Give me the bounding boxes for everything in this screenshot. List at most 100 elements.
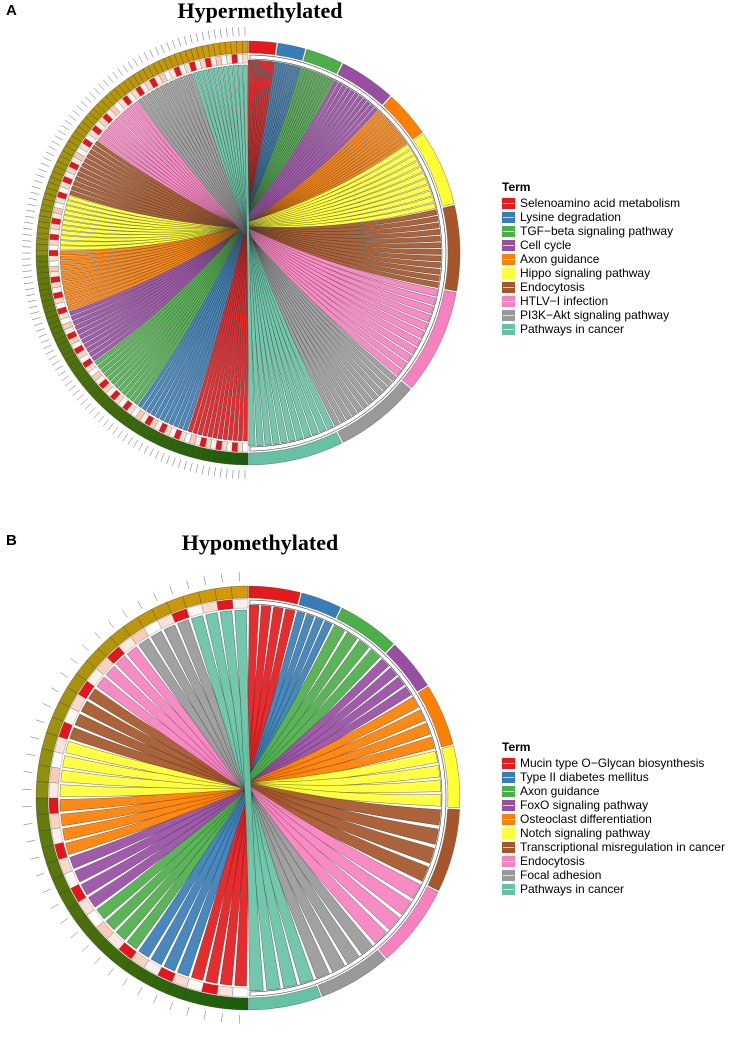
chord-ribbon: [207, 60, 266, 438]
chord-ribbon: [164, 82, 368, 409]
legend-swatch: [502, 197, 515, 209]
legend-item: Focal adhesion: [502, 868, 725, 882]
gene-heat-cell: [201, 982, 219, 995]
gene-heat-cell: [49, 812, 61, 830]
gene-label-tick: [28, 197, 38, 201]
gene-label-tick: [122, 978, 128, 987]
panel-b: B Hypomethylated Term Mucin type O−Glyca…: [0, 530, 751, 1060]
gene-arc: [36, 261, 49, 268]
chord-ribbon: [207, 68, 312, 438]
chord-ribbon: [125, 68, 310, 399]
gene-heat-cell: [48, 250, 59, 256]
gene-arc: [38, 829, 54, 848]
chord-ribbon: [88, 82, 343, 357]
chord-ribbon: [197, 70, 327, 433]
legend-label: Lysine degradation: [520, 210, 621, 224]
gene-label-tick: [226, 468, 228, 478]
chord-ribbon: [164, 63, 287, 424]
gene-heat-cell: [242, 442, 249, 453]
chord-ribbon: [59, 137, 406, 261]
legend-item: Lysine degradation: [502, 210, 680, 224]
legend-label: Mucin type O−Glycan biosynthesis: [520, 756, 705, 770]
gene-label-tick: [24, 282, 34, 285]
legend-label: Axon guidance: [520, 252, 600, 266]
chord-ribbon: [69, 686, 412, 869]
chord-ribbon: [159, 63, 289, 422]
legend-swatch: [502, 855, 515, 867]
term-arc: [303, 49, 343, 74]
gene-label-tick: [98, 415, 105, 423]
legend-item: Mucin type O−Glycan biosynthesis: [502, 756, 725, 770]
gene-label-tick: [61, 124, 70, 131]
chord-ribbon: [76, 171, 441, 243]
gene-label-tick: [61, 375, 70, 382]
gene-label-tick: [22, 234, 32, 236]
gene-heat-cell: [49, 271, 60, 278]
term-arc: [441, 745, 461, 809]
term-arc: [427, 808, 460, 891]
chord-ribbon: [62, 178, 429, 231]
chord-diagram: [22, 572, 461, 1024]
chord-ribbon: [88, 688, 429, 882]
gene-label-tick: [54, 365, 63, 371]
gene-label-tick: [172, 457, 176, 467]
chord-ribbon: [133, 100, 402, 376]
chord-ribbon: [137, 97, 397, 382]
gene-label-tick: [48, 146, 57, 151]
gene-label-tick: [153, 994, 158, 1004]
chord-ribbon: [238, 59, 253, 442]
chord-ribbon: [76, 95, 363, 335]
gene-arc: [230, 41, 238, 54]
gene-label-tick: [133, 439, 139, 448]
term-arc: [442, 205, 461, 292]
chord-ribbon: [59, 144, 411, 251]
legend-item: Selenoamino acid metabolism: [502, 196, 680, 210]
gene-arc: [242, 452, 249, 466]
gene-heat-cell: [49, 766, 61, 784]
legend-item: Osteoclast differentiation: [502, 812, 725, 826]
gene-label-tick: [24, 215, 34, 218]
chord-ribbon: [114, 117, 425, 339]
gene-heat-cell: [231, 442, 238, 452]
gene-label-tick: [138, 442, 144, 451]
gene-heat-cell: [51, 751, 64, 769]
chord-ribbon: [182, 61, 278, 432]
gene-label-tick: [137, 600, 143, 609]
legend-swatch: [502, 253, 515, 265]
legend-label: Cell cycle: [520, 238, 572, 252]
gene-label-tick: [40, 162, 50, 167]
gene-label-tick: [30, 856, 40, 860]
gene-heat-cell: [237, 442, 243, 453]
chord-ribbon: [217, 66, 296, 442]
gene-arc: [231, 997, 249, 1011]
term-arc: [383, 96, 423, 140]
chord-ribbon: [137, 66, 301, 409]
chord-ribbon: [173, 78, 357, 416]
chord-ribbon: [105, 665, 411, 915]
gene-label-tick: [221, 573, 223, 583]
gene-arc: [36, 764, 51, 783]
gene-label-tick: [27, 203, 37, 207]
chord-ribbon: [63, 118, 389, 296]
gene-label-tick: [89, 91, 96, 99]
gene-arc: [38, 748, 54, 767]
chord-ribbon: [69, 190, 438, 231]
gene-arc: [242, 40, 249, 54]
legend-title: Term: [502, 180, 531, 194]
chord-ribbon: [72, 180, 440, 235]
chord-ribbon: [61, 123, 394, 286]
legend-item: Cell cycle: [502, 238, 680, 252]
chord-ribbon: [63, 184, 431, 230]
gene-label-tick: [84, 403, 92, 410]
chord-ribbon: [212, 67, 304, 440]
chord-ribbon: [178, 76, 352, 420]
legend-swatch: [502, 757, 515, 769]
gene-label-tick: [220, 28, 222, 38]
chord-ribbon: [62, 120, 392, 291]
legend-item: HTLV−I infection: [502, 294, 680, 308]
gene-label-tick: [72, 389, 80, 396]
chord-ribbon: [88, 149, 441, 275]
gene-label-tick: [40, 339, 50, 344]
gene-heat-cell: [48, 782, 59, 799]
gene-label-tick: [117, 68, 124, 76]
